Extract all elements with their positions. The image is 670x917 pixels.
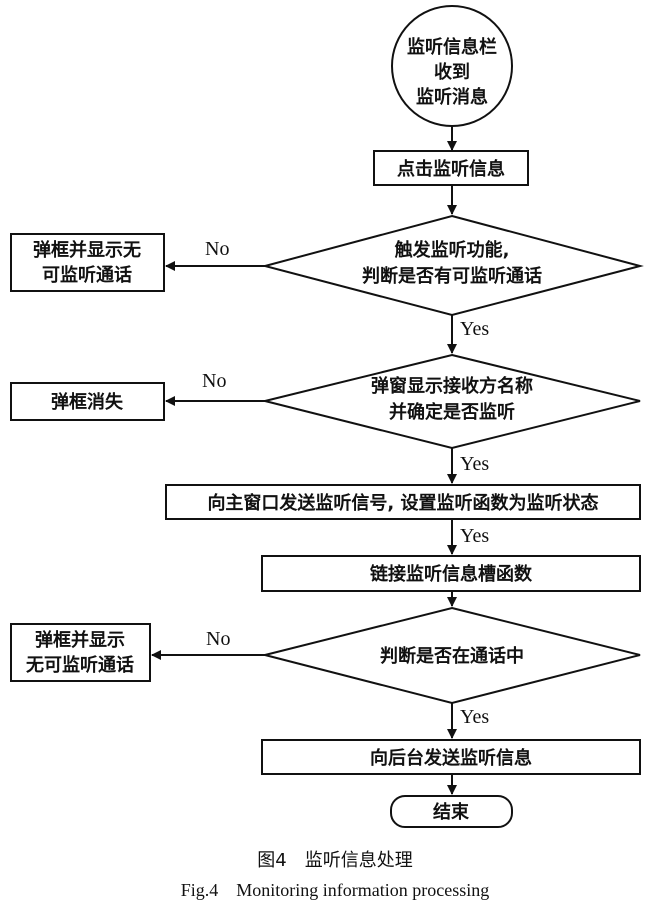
- figure-caption-english: Fig.4 Monitoring information processing: [180, 880, 490, 900]
- edge-label-main-yes: Yes: [460, 525, 489, 547]
- flowchart: 监听信息栏 收到 监听消息 点击监听信息 触发监听功能, 判断是否有可监听通话 …: [10, 5, 644, 828]
- decision-popup: [264, 353, 641, 450]
- send-main-window-box: [165, 484, 641, 520]
- link-slot-label: 链接监听信息槽函数: [370, 563, 533, 585]
- edge-label-popup-yes: Yes: [460, 453, 489, 475]
- popup-no-call-1-line-1: 弹框并显示无: [33, 239, 141, 261]
- decision-popup-line-2: 并确定是否监听: [389, 401, 515, 423]
- start-label-line-3: 监听消息: [416, 86, 488, 108]
- popup-no-call-2-line-2: 无可监听通话: [26, 654, 134, 676]
- click-info-box: [373, 150, 529, 186]
- click-info-label: 点击监听信息: [397, 158, 505, 180]
- send-main-window-label: 向主窗口发送监听信号, 设置监听函数为监听状态: [207, 492, 598, 514]
- figure-caption-chinese: 图4 监听信息处理: [257, 850, 413, 871]
- start-label-line-1: 监听信息栏: [407, 36, 497, 58]
- popup-no-call-box-1: [10, 233, 165, 292]
- edge-label-trigger-yes: Yes: [460, 318, 489, 340]
- popup-no-call-2-line-1: 弹框并显示: [35, 629, 125, 651]
- decision-popup-line-1: 弹窗显示接收方名称: [371, 375, 533, 397]
- decision-in-call: [264, 606, 641, 705]
- edge-label-incall-yes: Yes: [460, 706, 489, 728]
- decision-trigger: [261, 214, 644, 317]
- decision-trigger-line-2: 判断是否有可监听通话: [362, 265, 542, 287]
- popup-no-call-1-line-2: 可监听通话: [42, 264, 132, 286]
- start-node: [391, 5, 513, 127]
- send-backend-box: [261, 739, 641, 775]
- edge-label-incall-no: No: [206, 628, 230, 650]
- edge-label-popup-no: No: [202, 370, 226, 392]
- link-slot-box: [261, 555, 641, 592]
- send-backend-label: 向后台发送监听信息: [370, 747, 532, 769]
- popup-no-call-box-2: [10, 623, 151, 682]
- decision-in-call-label: 判断是否在通话中: [380, 645, 524, 667]
- end-label: 结束: [433, 801, 470, 823]
- popup-dismiss-label: 弹框消失: [51, 391, 124, 413]
- end-node: [390, 795, 513, 828]
- edge-label-trigger-no: No: [205, 238, 229, 260]
- popup-dismiss-box: [10, 382, 165, 421]
- decision-trigger-line-1: 触发监听功能,: [395, 239, 510, 261]
- start-label-line-2: 收到: [434, 61, 470, 83]
